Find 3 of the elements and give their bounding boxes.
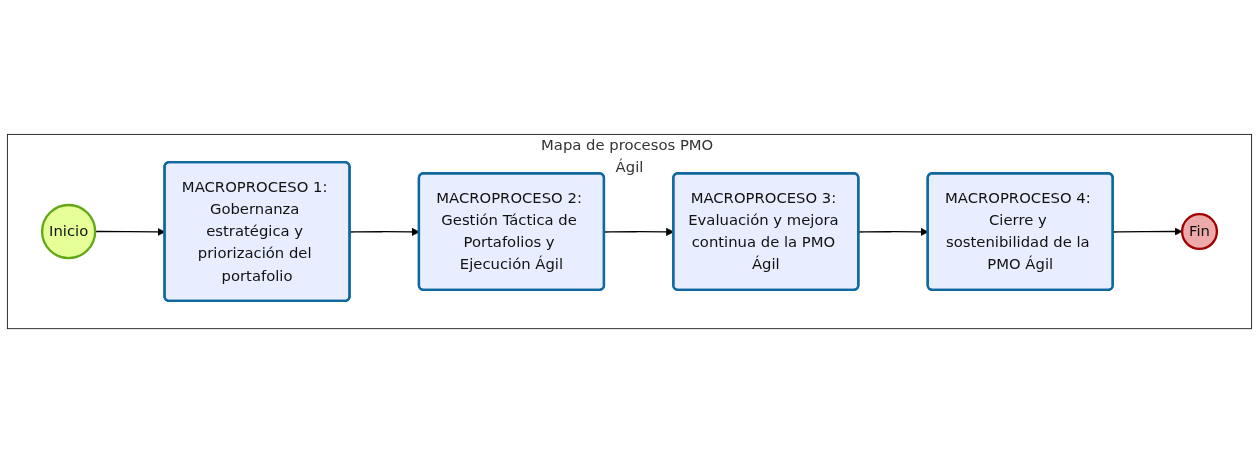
node-circle: Fin: [1180, 213, 1219, 251]
arrow: [1112, 227, 1183, 237]
node-circle: Inicio: [40, 204, 97, 260]
